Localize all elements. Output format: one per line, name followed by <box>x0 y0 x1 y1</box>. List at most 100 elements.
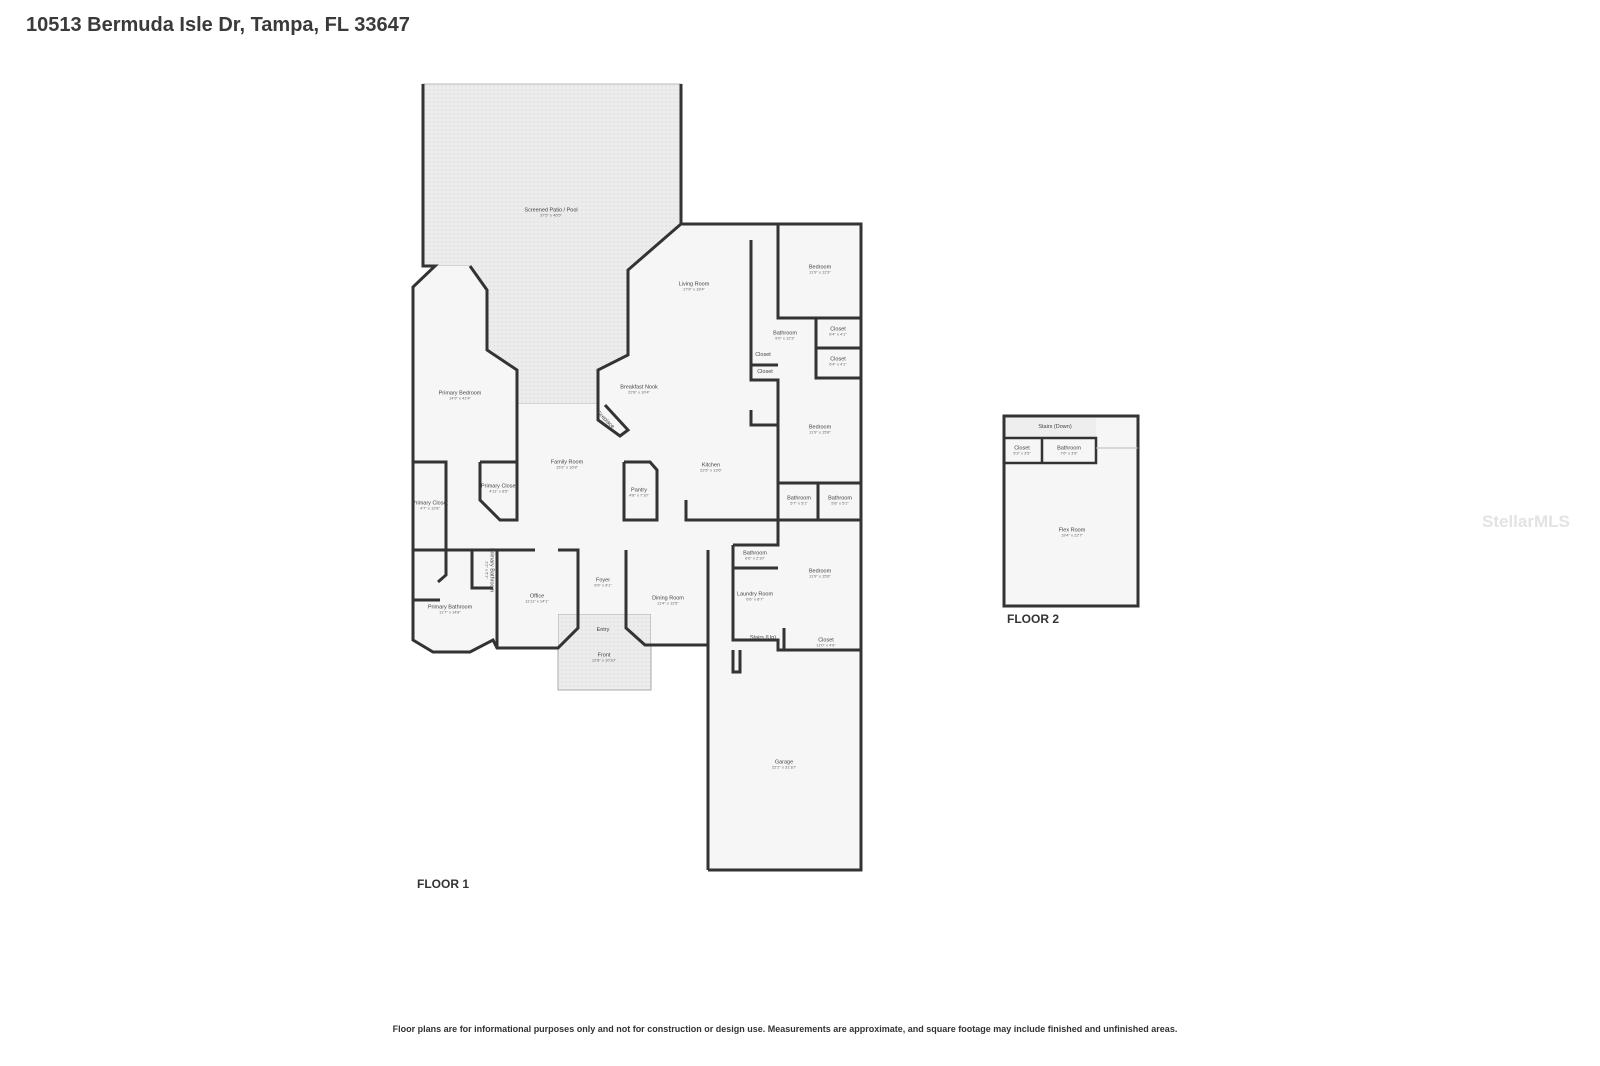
room-label: Closet <box>755 352 771 358</box>
room-name: Closet <box>757 368 773 375</box>
room-label: Entry <box>597 627 610 633</box>
room-name: Kitchen <box>701 462 721 469</box>
room-name: Family Room <box>550 459 584 466</box>
room-name: Bedroom <box>808 264 832 271</box>
room-name: Stairs (Down) <box>1038 423 1072 430</box>
room-name: Foyer <box>595 577 611 584</box>
room-dimensions: 5'8" x 5'1" <box>831 500 849 506</box>
room-dimensions: 11'4" x 12'5" <box>657 600 679 606</box>
disclaimer: Floor plans are for informational purpos… <box>392 1024 1178 1034</box>
room-dimensions: 19'4" x 22'7" <box>1061 532 1083 538</box>
room-dimensions: 11'9" x 12'3" <box>809 269 831 275</box>
floor-1 <box>411 83 863 872</box>
room-label: Closet <box>757 369 773 375</box>
floor-1-label: FLOOR 1 <box>417 877 470 891</box>
walls <box>411 84 863 872</box>
room-name: Closet <box>1014 445 1030 452</box>
room-name: Primary Bedroom <box>438 390 482 397</box>
room-dimensions: 7'6" x 3'5" <box>1060 450 1078 456</box>
room-name: Closet <box>830 356 846 363</box>
room-name: Closet <box>818 637 834 644</box>
room-name: Entry <box>596 626 610 633</box>
room-name: Front <box>597 652 611 659</box>
room-dimensions: 2'2" x 5'1" <box>484 561 490 579</box>
room-name: Closet <box>830 326 846 333</box>
room-dimensions: 6'4" x 4'1" <box>829 361 847 367</box>
room-name: Bathroom <box>787 495 811 502</box>
room-name: Flex Room <box>1058 527 1086 534</box>
room-dimensions: 22'5" x 13'6" <box>700 467 722 473</box>
room-name: Bathroom <box>1057 445 1081 452</box>
room-name: Primary Closet <box>411 500 449 507</box>
room-label: Stairs (Up) <box>750 635 776 641</box>
room-dimensions: 22'8" x 10'4" <box>628 389 650 395</box>
floor-2 <box>1002 414 1140 608</box>
room-name: Pantry <box>631 487 647 494</box>
room-dimensions: 12'8" x 10'10" <box>591 657 617 663</box>
room-name: Stairs (Up) <box>749 634 777 641</box>
room-name: Screened Patio / Pool <box>524 207 578 214</box>
room-name: Laundry Room <box>736 591 774 598</box>
room-name: Bedroom <box>808 424 832 431</box>
room-name: Office <box>529 593 545 600</box>
room-dimensions: 11'9" x 15'6" <box>809 573 831 579</box>
room-dimensions: 17'9" x 18'4" <box>683 286 705 292</box>
room-name: Dining Room <box>652 595 684 602</box>
room-dimensions: 6'4" x 4'1" <box>829 331 847 337</box>
watermark: StellarMLS <box>1482 512 1570 531</box>
room-dimensions: 37'5" x 46'5" <box>540 212 562 218</box>
interior-floor <box>413 224 861 870</box>
room-name: Breakfast Nook <box>620 384 658 391</box>
room-name: Living Room <box>678 281 710 288</box>
room-dimensions: 6'6" x 2'10" <box>745 555 765 561</box>
room-name: Bathroom <box>773 330 797 337</box>
room-name: Bathroom <box>828 495 852 502</box>
room-dimensions: 11'9" x 15'8" <box>809 429 831 435</box>
room-dimensions: 4'8" x 7'10" <box>629 492 649 498</box>
room-name: Primary Closet <box>480 483 518 490</box>
property-address: 10513 Bermuda Isle Dr, Tampa, FL 33647 <box>26 14 410 36</box>
room-dimensions: 6'9" x 9'1" <box>594 582 612 588</box>
room-name: Bedroom <box>808 568 832 575</box>
room-dimensions: 14'9" x 41'4" <box>449 395 471 401</box>
room-dimensions: 5'3" x 3'5" <box>1013 450 1031 456</box>
room-dimensions: 11'0" x 4'9" <box>816 642 836 648</box>
room-dimensions: 11'7" x 14'8" <box>439 609 461 615</box>
room-dimensions: 11'11" x 14'1" <box>525 598 549 604</box>
room-dimensions: 22'2" x 31'10" <box>771 764 797 770</box>
floor-2-label: FLOOR 2 <box>1007 612 1060 626</box>
room-name: Bathroom <box>743 550 767 557</box>
room-dimensions: 9'0" x 12'3" <box>775 335 795 341</box>
